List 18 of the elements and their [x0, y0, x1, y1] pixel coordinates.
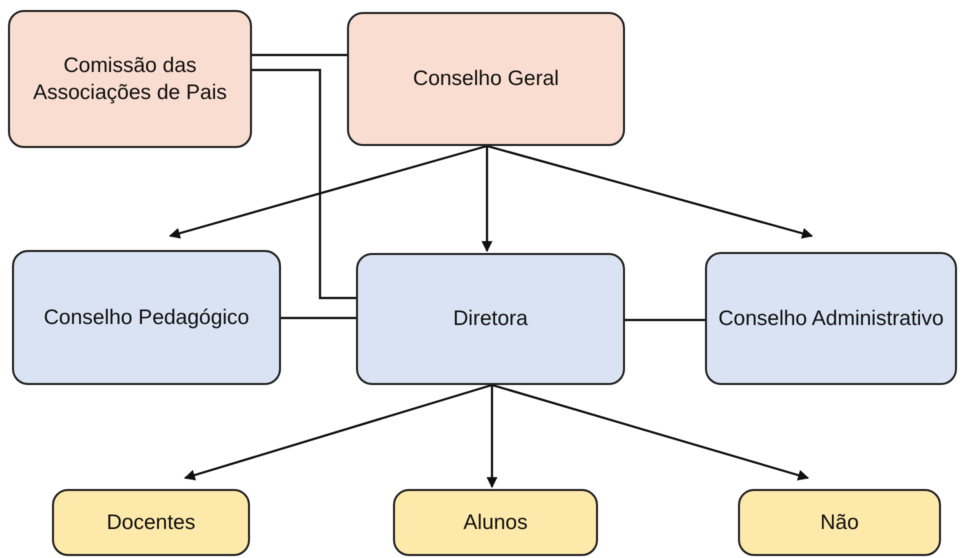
arrow [482, 146, 492, 252]
arrow [486, 144, 814, 239]
org-box: Conselho Pedagógico [12, 250, 281, 385]
org-box: Docentes [52, 489, 250, 556]
connector-line [625, 318, 705, 322]
connector-line [252, 68, 356, 300]
org-box: Alunos [393, 489, 598, 556]
arrow [168, 144, 488, 239]
org-box: Conselho Administrativo [705, 252, 957, 385]
arrow [486, 385, 498, 488]
arrow [492, 384, 810, 480]
connector-line [281, 316, 356, 320]
org-box: Comissão das Associações de Pais [8, 10, 252, 148]
org-box: Diretora [356, 253, 625, 385]
org-box: Não [738, 489, 941, 556]
arrow [184, 384, 492, 480]
org-box: Conselho Geral [347, 12, 625, 146]
connector-line [252, 54, 347, 56]
